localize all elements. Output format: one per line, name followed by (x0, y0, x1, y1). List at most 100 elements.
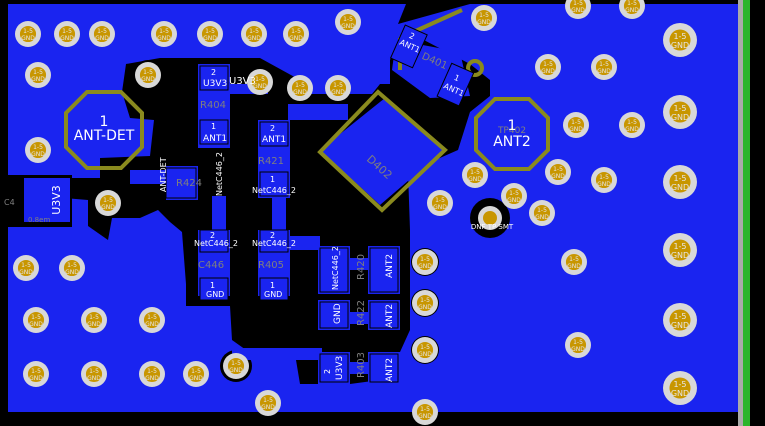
via-net: GND (95, 35, 109, 42)
via-label: 1-5 (573, 339, 583, 346)
d401-pad-2[interactable] (389, 24, 428, 69)
r420-ref: R420 (356, 254, 367, 280)
via-label: 1-5 (627, 0, 637, 7)
c446-pad-2[interactable] (199, 229, 229, 253)
via-label: 1-5 (420, 406, 430, 413)
via-label: 1-5 (89, 368, 99, 375)
via-net: GND (433, 204, 447, 211)
via-net: GND (671, 113, 689, 122)
via-net: GND (535, 214, 549, 221)
r424-pad[interactable] (165, 167, 197, 199)
r420-pad-a[interactable] (319, 247, 349, 293)
via-hole (466, 166, 484, 184)
r403-pad-a[interactable] (319, 353, 349, 383)
d401-pin2: 2 (408, 31, 416, 41)
c446-net2: NetC446_2 (194, 239, 238, 248)
r403-pad-b[interactable] (369, 353, 399, 383)
r421-pad-2[interactable] (259, 121, 289, 147)
via-hole (291, 79, 309, 97)
via-label: 1-5 (23, 28, 33, 35)
via-label: 1-5 (147, 314, 157, 321)
via-label: 1-5 (599, 61, 609, 68)
via-hole (569, 336, 587, 354)
r422-pad-a[interactable] (319, 301, 349, 329)
c446-pad-1[interactable] (199, 277, 229, 301)
r421-pad-1[interactable] (259, 171, 289, 197)
d401-pad-1[interactable] (436, 62, 475, 107)
u3v3-left-pad[interactable] (24, 178, 70, 222)
testpoint-ant-det-pin: 1 (100, 114, 109, 130)
r405-pad-2[interactable] (259, 229, 289, 253)
r420-pad-b[interactable] (369, 247, 399, 293)
via-label: 1-5 (553, 166, 563, 173)
via-net: GND (145, 375, 159, 382)
via-hole (29, 141, 47, 159)
via-label: 1-5 (231, 360, 241, 367)
via-label: 1-5 (89, 314, 99, 321)
r404-pad-1[interactable] (199, 119, 229, 145)
r403-ref: R403 (356, 352, 367, 378)
r404-pad-2[interactable] (199, 65, 229, 91)
r405-pad-1[interactable] (259, 277, 289, 301)
via-hole (595, 171, 613, 189)
r421-ref: R421 (258, 156, 284, 167)
r422-pad-b[interactable] (369, 301, 399, 329)
via-net: GND (541, 68, 555, 75)
via-net: GND (87, 375, 101, 382)
via-hole (669, 309, 691, 331)
via-net: GND (203, 35, 217, 42)
